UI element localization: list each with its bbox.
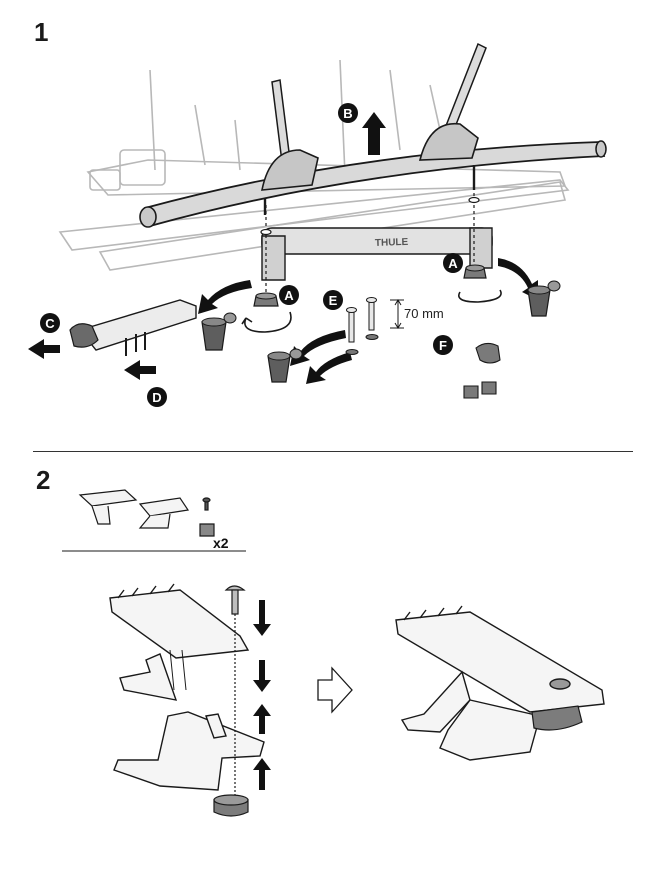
callout-letter: D — [152, 390, 161, 405]
assembled-clamp — [395, 605, 605, 761]
callout-c: C — [40, 313, 60, 333]
callout-letter: B — [343, 106, 352, 121]
lower-clamp-part — [113, 711, 265, 791]
knob-nut-left — [253, 292, 279, 307]
callout-e: E — [323, 290, 343, 310]
upper-clamp-part — [109, 583, 250, 701]
ghost-bike-carrier — [58, 59, 570, 271]
parts-legend — [78, 489, 215, 537]
callout-letter: C — [45, 316, 55, 331]
section-divider — [33, 451, 633, 452]
end-profile — [69, 299, 197, 356]
brand-label: THULE — [375, 237, 409, 249]
step-number-1: 1 — [34, 17, 49, 47]
wheel-holder-left — [261, 79, 319, 191]
callout-letter: A — [448, 256, 458, 271]
step-number-2: 2 — [36, 465, 51, 495]
direction-arrows — [253, 600, 271, 790]
assembled-knob — [531, 705, 583, 731]
turn-arrows — [241, 289, 502, 333]
callout-b: B — [338, 103, 358, 123]
bolts-e — [345, 297, 379, 355]
quantity-label: x2 — [213, 535, 229, 551]
callout-f: F — [433, 335, 453, 355]
base-cross-bar: THULE — [261, 227, 493, 281]
callout-a-left: A — [279, 285, 299, 305]
callout-a-right: A — [443, 253, 463, 273]
wheel-holder-right — [418, 42, 487, 161]
callout-letter: F — [439, 338, 447, 353]
callout-d: D — [147, 387, 167, 407]
knob-nut-right — [463, 264, 487, 279]
carriage-bolt — [224, 585, 246, 800]
rubber-cap-right — [527, 280, 561, 317]
rubber-cap-bottom — [267, 348, 303, 383]
clip-parts-f — [463, 342, 501, 399]
rubber-cap-left — [201, 312, 237, 351]
dimension-marker — [390, 299, 404, 329]
lift-arrow — [362, 112, 386, 155]
bolt-guides — [260, 165, 480, 300]
callout-letter: A — [284, 288, 294, 303]
star-knob — [213, 794, 249, 817]
callout-letter: E — [329, 293, 338, 308]
result-arrow — [317, 666, 353, 714]
dimension-label: 70 mm — [404, 306, 444, 321]
